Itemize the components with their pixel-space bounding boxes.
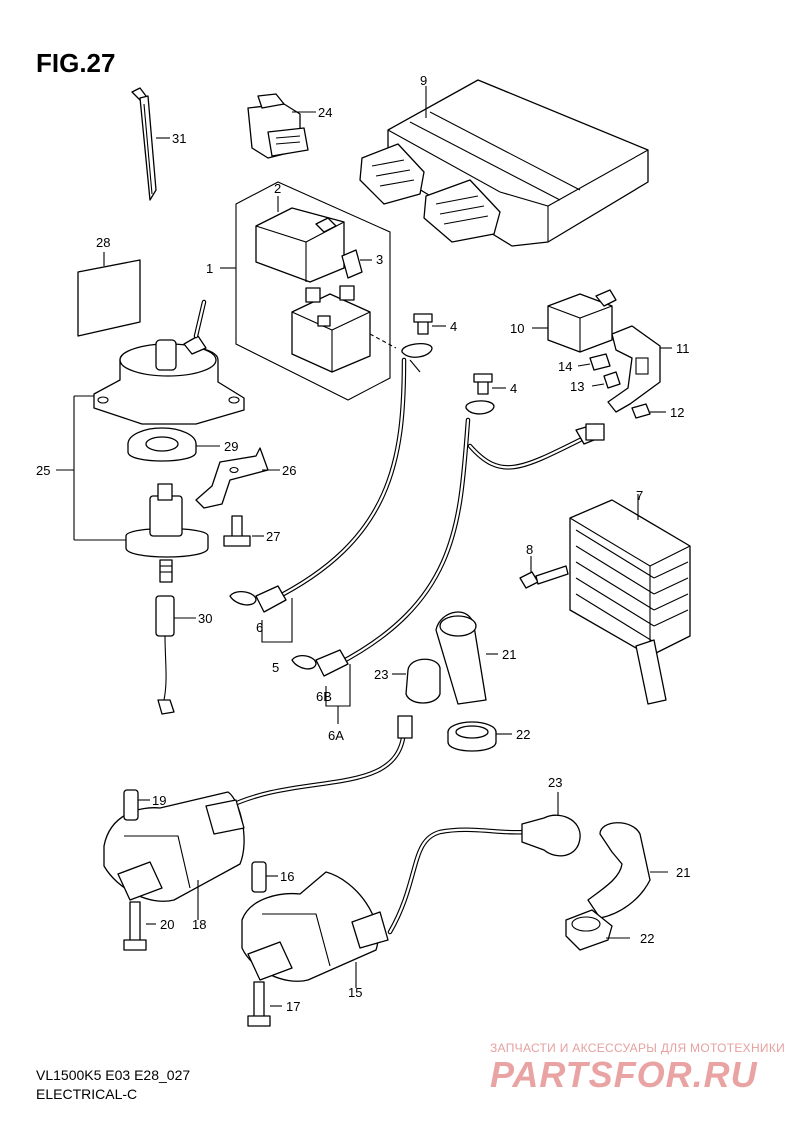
callout-27: 27	[266, 529, 280, 544]
callout-15: 15	[348, 985, 362, 1000]
callout-10: 10	[510, 321, 524, 336]
callout-labels: 1 2 3 4 4 5 6 6B 6A 7 8 9 10 11 12 13 14…	[36, 73, 690, 1014]
callout-22-lower: 22	[640, 931, 654, 946]
part-20-bolt	[123, 901, 156, 951]
callout-22-upper: 22	[516, 727, 530, 742]
part-15-ignition-coil	[241, 827, 527, 988]
callout-3: 3	[376, 252, 383, 267]
part-25-sensor-assembly	[56, 299, 245, 541]
callout-8: 8	[526, 542, 533, 557]
watermark-tagline: ЗАПЧАСТИ И АКСЕССУАРЫ ДЛЯ МОТОТЕХНИКИ	[490, 1041, 786, 1055]
callout-4-lower: 4	[510, 381, 517, 396]
part-23-cap-lower	[521, 792, 581, 857]
callout-7: 7	[636, 488, 643, 503]
part-9-ecm	[359, 79, 649, 247]
callout-31: 31	[172, 131, 186, 146]
callout-24: 24	[318, 105, 332, 120]
part-31-cable-tie	[131, 87, 170, 201]
part-5-ground-wire	[229, 342, 433, 643]
callout-21-lower: 21	[676, 865, 690, 880]
part-8-bolt	[519, 556, 569, 589]
watermark-brand: PARTSFOR.RU	[490, 1054, 758, 1095]
callout-4-upper: 4	[450, 319, 457, 334]
part-22-ring-upper	[447, 721, 512, 752]
part-13-collar	[591, 371, 621, 389]
part-12-nut	[631, 403, 666, 419]
section-name: ELECTRICAL-C	[36, 1086, 138, 1102]
callout-18: 18	[192, 917, 206, 932]
model-code: VL1500K5 E03 E28_027	[36, 1067, 191, 1083]
callout-19: 19	[152, 793, 166, 808]
part-30-sensor-lead	[155, 595, 196, 715]
callout-6: 6	[256, 620, 263, 635]
callout-12: 12	[670, 405, 684, 420]
callout-1: 1	[206, 261, 213, 276]
callout-9: 9	[420, 73, 427, 88]
part-19-collar	[123, 789, 150, 821]
callout-5: 5	[272, 660, 279, 675]
callout-14: 14	[558, 359, 572, 374]
part-1-relay-assembly	[220, 181, 397, 401]
callout-11: 11	[676, 341, 690, 356]
callout-29: 29	[224, 439, 238, 454]
part-11-bracket	[607, 325, 672, 413]
callout-30: 30	[198, 611, 212, 626]
callout-26: 26	[282, 463, 296, 478]
figure-title: FIG.27	[36, 48, 116, 78]
part-28-pad	[77, 252, 141, 337]
part-29-washer	[127, 427, 220, 462]
callout-25: 25	[36, 463, 50, 478]
part-21-cap-lower	[587, 822, 668, 919]
callout-28: 28	[96, 235, 110, 250]
part-18-ignition-coil	[103, 715, 413, 920]
part-26-bracket	[195, 447, 280, 509]
callout-20: 20	[160, 917, 174, 932]
part-10-relay	[532, 289, 617, 353]
callout-16: 16	[280, 869, 294, 884]
part-7-regulator	[569, 494, 691, 705]
callout-2: 2	[274, 181, 281, 196]
callout-6b: 6B	[316, 689, 332, 704]
part-4-bolt-lower	[473, 373, 506, 395]
part-21-cap-upper	[435, 611, 498, 705]
part-16-collar	[251, 861, 278, 893]
part-22-ring-lower	[565, 909, 630, 951]
part-23-cap-upper	[392, 658, 441, 704]
callout-6a: 6A	[328, 728, 344, 743]
callout-17: 17	[286, 999, 300, 1014]
callout-13: 13	[570, 379, 584, 394]
callout-23-upper: 23	[374, 667, 388, 682]
part-4-bolt-upper	[413, 313, 446, 335]
callout-21-upper: 21	[502, 647, 516, 662]
callout-23-lower: 23	[548, 775, 562, 790]
part-17-bolt	[247, 981, 282, 1027]
part-25-sensor-lower	[125, 483, 209, 583]
part-27-bolt	[223, 515, 264, 547]
part-24-connector	[247, 93, 316, 159]
part-6a-harness	[291, 400, 605, 724]
part-14-grommet	[577, 353, 611, 371]
